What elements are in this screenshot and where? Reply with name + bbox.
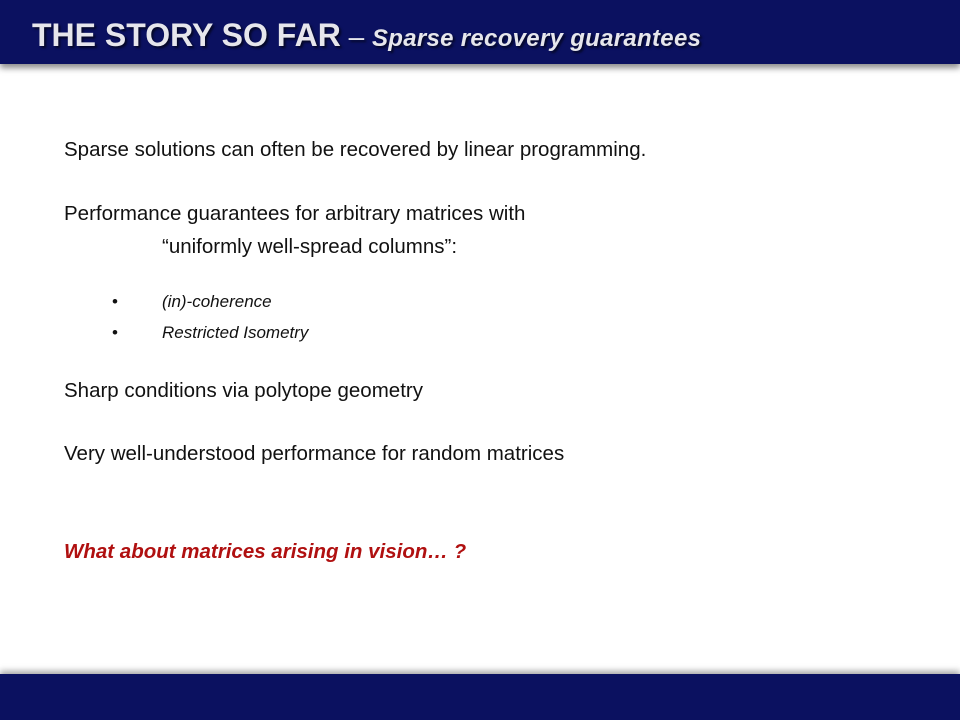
- body-line-well-spread-columns: “uniformly well-spread columns”:: [162, 235, 458, 258]
- title-bar: THE STORY SO FAR – Sparse recovery guara…: [0, 0, 960, 64]
- bullet-marker: •: [112, 292, 118, 311]
- body-line-polytope-geometry: Sharp conditions via polytope geometry: [64, 379, 423, 402]
- title-subtitle: Sparse recovery guarantees: [371, 25, 702, 52]
- slide-title: THE STORY SO FAR – Sparse recovery guara…: [32, 15, 701, 59]
- title-dash: –: [340, 21, 372, 52]
- bullet-marker: •: [112, 323, 118, 342]
- body-line-random-matrices: Very well-understood performance for ran…: [64, 442, 565, 465]
- question-vision-matrices: What about matrices arising in vision… ?: [64, 540, 467, 563]
- footer-bar: [0, 674, 960, 720]
- title-main: THE STORY SO FAR: [32, 17, 341, 53]
- bullet-item-restricted-isometry: • Restricted Isometry: [112, 322, 308, 344]
- bullet-item-coherence: • (in)-coherence: [112, 291, 272, 313]
- bullet-text: (in)-coherence: [162, 292, 272, 311]
- body-line-linear-programming: Sparse solutions can often be recovered …: [64, 138, 647, 161]
- body-line-performance-guarantees: Performance guarantees for arbitrary mat…: [64, 202, 526, 225]
- bullet-text: Restricted Isometry: [162, 323, 309, 342]
